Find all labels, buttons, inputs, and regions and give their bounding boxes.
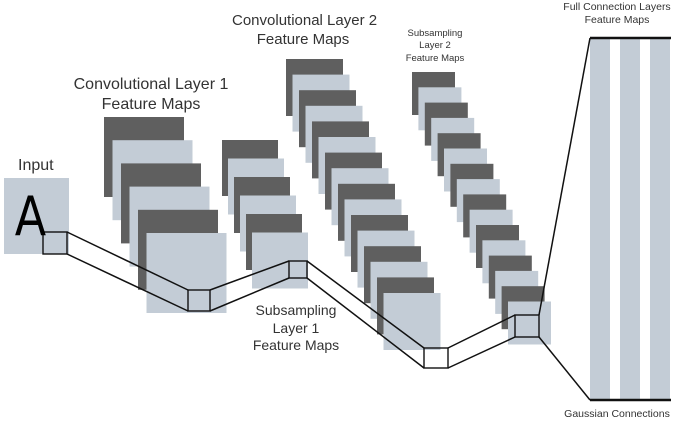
connection-line-1 <box>66 231 189 291</box>
conv1-receptive-field <box>187 289 211 312</box>
sub2-label-line3: Feature Maps <box>405 52 465 64</box>
conv1-label: Convolutional Layer 1 Feature Maps <box>56 75 246 115</box>
connection-line-4 <box>209 277 290 312</box>
conv1-feature-map-6 <box>146 233 227 313</box>
sub2-label: Subsampling Layer 2 Feature Maps <box>393 28 477 65</box>
connection-line-6 <box>306 277 425 369</box>
sub2-label-line2: Layer 2 <box>419 40 451 52</box>
full-connection-label: Full Connection Layers Feature Maps <box>552 1 682 27</box>
sub1-label-line1: Subsampling <box>255 302 337 318</box>
sub1-feature-stack <box>222 140 308 289</box>
sub2-receptive-field <box>514 314 540 338</box>
conv2-feature-stack <box>286 59 441 350</box>
conv2-label: Convolutional Layer 2 Feature Maps <box>232 12 378 50</box>
sub1-label-line2: Layer 1 <box>272 319 320 336</box>
gaussian-connections-label: Gaussian Connections <box>564 408 670 420</box>
full-connection-column-3 <box>650 38 670 400</box>
full-connection-column-1 <box>590 38 610 400</box>
conv2-feature-map-16 <box>383 293 441 350</box>
connection-line-10 <box>538 336 591 401</box>
conv2-label-line2: Feature Maps <box>256 30 350 48</box>
conv1-feature-stack <box>104 117 227 313</box>
input-receptive-field <box>42 231 68 255</box>
conv1-label-line1: Convolutional Layer 1 <box>73 76 229 93</box>
full-label-line2: Feature Maps <box>584 14 650 27</box>
conv2-receptive-field <box>423 347 449 369</box>
sub1-receptive-field <box>288 260 308 279</box>
connection-line-3 <box>209 260 290 291</box>
full-connection-layers <box>590 38 670 400</box>
input-letter-glyph: A <box>14 185 47 248</box>
input-image-square <box>4 178 69 254</box>
connection-line-7 <box>447 314 516 349</box>
full-label-line1: Full Connection Layers <box>563 1 671 13</box>
input-label: Input <box>18 157 54 174</box>
sub2-label-line1: Subsampling <box>407 28 463 39</box>
feature-map-stacks <box>4 59 551 350</box>
sub1-label-line3: Feature Maps <box>252 337 340 353</box>
sub1-label: Subsampling Layer 1 Feature Maps <box>236 302 356 355</box>
full-connection-column-2 <box>620 38 640 400</box>
connection-line-8 <box>447 336 516 369</box>
connection-line-2 <box>66 253 189 312</box>
connection-line-5 <box>306 260 425 349</box>
conv1-label-line2: Feature Maps <box>101 96 201 113</box>
connection-line-9 <box>538 37 591 316</box>
conv2-label-line1: Convolutional Layer 2 <box>232 12 378 29</box>
connection-lines <box>42 36 671 402</box>
